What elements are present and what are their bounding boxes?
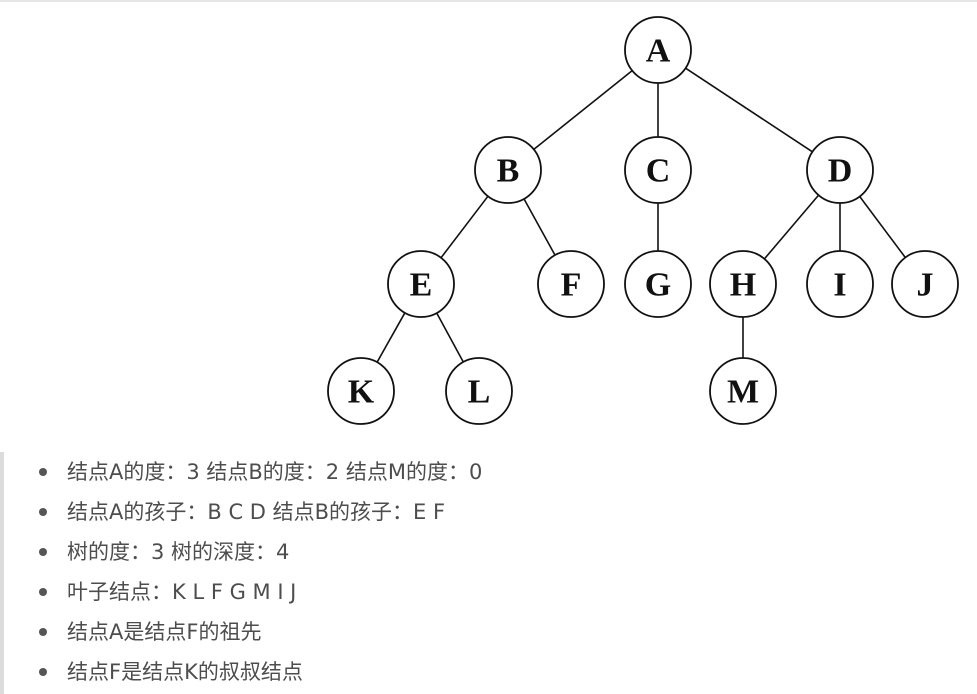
tree-node-i: I	[806, 250, 874, 318]
tree-node-f: F	[537, 250, 605, 318]
node-label: H	[730, 267, 756, 304]
node-label: C	[646, 153, 671, 190]
node-circle	[806, 136, 874, 204]
tree-node-b: B	[474, 136, 542, 204]
bullet-icon	[39, 588, 47, 596]
note-item: 叶子结点：K L F G M I J	[37, 572, 937, 612]
node-label: A	[646, 33, 671, 70]
notes-list: 结点A的度：3 结点B的度：2 结点M的度：0 结点A的孩子：B C D 结点B…	[37, 452, 937, 692]
edge-b-f	[523, 198, 556, 256]
edge-d-j	[859, 196, 906, 258]
note-text: 结点F是结点K的叔叔结点	[67, 660, 303, 684]
node-label: D	[828, 153, 853, 190]
node-label: K	[348, 374, 375, 411]
node-label: I	[833, 267, 846, 304]
quote-bar	[0, 452, 4, 694]
edge-a-d	[685, 67, 813, 153]
tree-node-e: E	[387, 250, 455, 318]
note-item: 结点A的孩子：B C D 结点B的孩子：E F	[37, 492, 937, 532]
note-item: 树的度：3 树的深度：4	[37, 532, 937, 572]
bullet-icon	[39, 468, 47, 476]
tree-node-m: M	[709, 357, 777, 425]
node-circle	[709, 250, 777, 318]
node-label: L	[468, 374, 491, 411]
tree-diagram: A B C D E F G H I J K L M	[327, 16, 959, 425]
bullet-icon	[39, 668, 47, 676]
node-circle	[445, 357, 513, 425]
node-circle	[387, 250, 455, 318]
edge-b-e	[440, 195, 489, 259]
tree-node-l: L	[445, 357, 513, 425]
note-text: 结点A的孩子：B C D 结点B的孩子：E F	[67, 500, 446, 524]
node-label: B	[497, 153, 520, 190]
tree-node-a: A	[624, 16, 692, 84]
bullet-icon	[39, 508, 47, 516]
bullet-icon	[39, 628, 47, 636]
bullet-icon	[39, 548, 47, 556]
note-item: 结点F是结点K的叔叔结点	[37, 652, 937, 692]
note-item: 结点A是结点F的祖先	[37, 612, 937, 652]
edge-d-h	[763, 194, 820, 260]
tree-edges	[376, 67, 906, 363]
note-item: 结点A的度：3 结点B的度：2 结点M的度：0	[37, 452, 937, 492]
tree-nodes: A B C D E F G H I J K L M	[327, 16, 959, 425]
tree-node-j: J	[891, 250, 959, 318]
note-text: 结点A是结点F的祖先	[67, 620, 262, 644]
node-circle	[474, 136, 542, 204]
node-circle	[891, 250, 959, 318]
node-label: J	[917, 267, 934, 304]
node-circle	[327, 357, 395, 425]
tree-node-d: D	[806, 136, 874, 204]
node-circle	[624, 16, 692, 84]
tree-node-c: C	[624, 136, 692, 204]
node-label: G	[645, 267, 671, 304]
node-circle	[624, 250, 692, 318]
top-divider	[0, 0, 977, 2]
tree-node-g: G	[624, 250, 692, 318]
node-circle	[624, 136, 692, 204]
note-text: 叶子结点：K L F G M I J	[67, 580, 297, 604]
edge-e-k	[376, 312, 406, 363]
edge-e-l	[435, 312, 465, 363]
note-text: 树的度：3 树的深度：4	[67, 540, 290, 564]
node-circle	[537, 250, 605, 318]
tree-node-k: K	[327, 357, 395, 425]
node-circle	[806, 250, 874, 318]
tree-node-h: H	[709, 250, 777, 318]
note-text: 结点A的度：3 结点B的度：2 结点M的度：0	[67, 460, 483, 484]
node-label: F	[561, 267, 582, 304]
node-circle	[709, 357, 777, 425]
node-label: M	[727, 374, 759, 411]
node-label: E	[410, 267, 433, 304]
edge-a-b	[533, 69, 633, 151]
